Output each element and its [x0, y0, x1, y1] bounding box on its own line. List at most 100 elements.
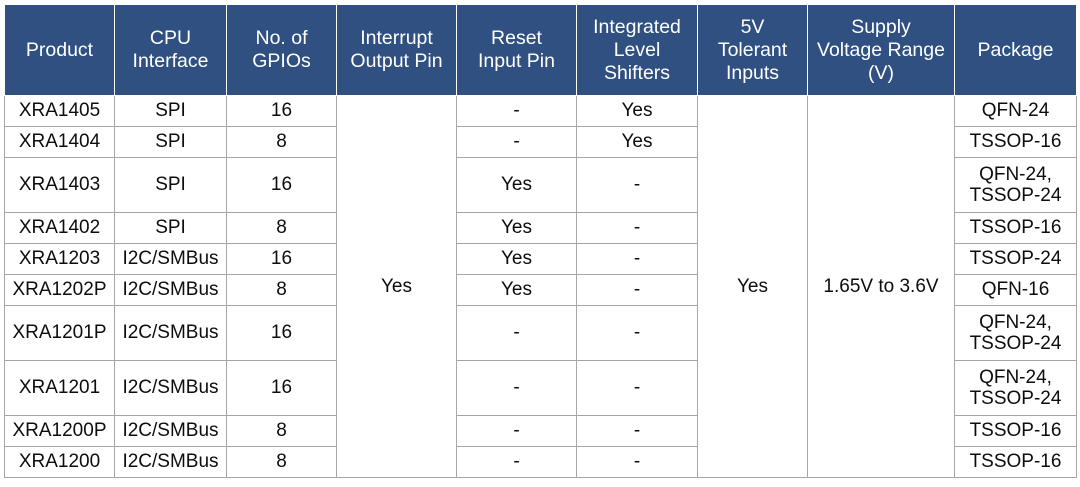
cell-integrated-level-shifters: -	[576, 212, 698, 244]
cell-line: TSSOP-24	[969, 185, 1062, 206]
cell-product: XRA1403	[4, 157, 115, 213]
cell-gpios: 16	[226, 95, 337, 127]
cell-integrated-level-shifters: -	[576, 415, 698, 447]
cell-reset-input-pin: -	[456, 126, 577, 158]
column-header-line: Tolerant	[717, 38, 788, 61]
cell-reset-input-pin: -	[456, 415, 577, 447]
column-header-line: Level	[613, 38, 661, 61]
column-header-line: Reset	[491, 27, 542, 49]
cell-package: TSSOP-16	[954, 126, 1077, 158]
cell-gpios: 8	[226, 415, 337, 447]
column-header-line: Product	[25, 38, 94, 61]
cell-reset-input-pin: -	[456, 446, 577, 478]
cell-cpu-interface: I2C/SMBus	[114, 446, 227, 478]
cell-line: TSSOP-16	[969, 131, 1062, 153]
cell-reset-input-pin: Yes	[456, 212, 577, 244]
column-header-line: Shifters	[603, 61, 671, 84]
cell-product: XRA1201P	[4, 305, 115, 361]
column-header-product: Product	[4, 4, 115, 96]
cell-line: QFN-24,	[979, 311, 1052, 333]
cell-line: TSSOP-24	[969, 248, 1062, 270]
cell-gpios: 16	[226, 157, 337, 213]
cell-integrated-level-shifters: -	[576, 243, 698, 275]
column-header-line: Output Pin	[350, 50, 443, 72]
column-header-line: Package	[977, 38, 1054, 61]
cell-interrupt-output-pin-merged: Yes	[336, 95, 457, 478]
cell-cpu-interface: I2C/SMBus	[114, 415, 227, 447]
cell-reset-input-pin: Yes	[456, 243, 577, 275]
cell-gpios: 16	[226, 243, 337, 275]
column-header-line: 5V	[740, 15, 765, 38]
cell-integrated-level-shifters: -	[576, 446, 698, 478]
cell-line: TSSOP-16	[969, 420, 1062, 442]
cell-supply-voltage-range-merged: 1.65V to 3.6V	[807, 95, 955, 478]
column-header-line: CPU	[149, 27, 192, 49]
cell-cpu-interface: I2C/SMBus	[114, 243, 227, 275]
cell-package: QFN-24,TSSOP-24	[954, 157, 1077, 213]
column-header-line: Voltage Range	[817, 38, 945, 61]
cell-package: QFN-16	[954, 274, 1077, 306]
cell-reset-input-pin: -	[456, 305, 577, 361]
cell-line: QFN-24,	[979, 163, 1052, 185]
cell-product: XRA1201	[4, 360, 115, 416]
column-header-line: Input Pin	[478, 50, 555, 72]
cell-gpios: 8	[226, 212, 337, 244]
cell-line: TSSOP-24	[969, 333, 1062, 354]
cell-product: XRA1402	[4, 212, 115, 244]
cell-package: TSSOP-16	[954, 212, 1077, 244]
cell-product: XRA1203	[4, 243, 115, 275]
cell-product: XRA1200	[4, 446, 115, 478]
cell-line: TSSOP-16	[969, 217, 1062, 239]
cell-reset-input-pin: -	[456, 360, 577, 416]
column-header-line: GPIOs	[252, 50, 311, 72]
cell-gpios: 8	[226, 274, 337, 306]
cell-cpu-interface: I2C/SMBus	[114, 274, 227, 306]
cell-reset-input-pin: Yes	[456, 274, 577, 306]
cell-integrated-level-shifters: -	[576, 360, 698, 416]
cell-gpios: 8	[226, 126, 337, 158]
column-header-line: Interface	[132, 50, 209, 72]
column-header-package: Package	[954, 4, 1077, 96]
cell-cpu-interface: I2C/SMBus	[114, 305, 227, 361]
cell-package: QFN-24,TSSOP-24	[954, 305, 1077, 361]
cell-cpu-interface: I2C/SMBus	[114, 360, 227, 416]
column-header-line: Interrupt	[360, 27, 433, 49]
cell-line: TSSOP-24	[969, 388, 1062, 409]
cell-integrated-level-shifters: -	[576, 274, 698, 306]
cell-line: QFN-24,	[979, 366, 1052, 388]
cell-gpios: 8	[226, 446, 337, 478]
cell-cpu-interface: SPI	[114, 126, 227, 158]
cell-reset-input-pin: -	[456, 95, 577, 127]
cell-product: XRA1202P	[4, 274, 115, 306]
cell-package: TSSOP-16	[954, 446, 1077, 478]
cell-package: TSSOP-16	[954, 415, 1077, 447]
cell-cpu-interface: SPI	[114, 157, 227, 213]
cell-cpu-interface: SPI	[114, 212, 227, 244]
cell-package: TSSOP-24	[954, 243, 1077, 275]
cell-product: XRA1200P	[4, 415, 115, 447]
cell-line: TSSOP-16	[969, 451, 1062, 473]
cell-package: QFN-24	[954, 95, 1077, 127]
cell-reset-input-pin: Yes	[456, 157, 577, 213]
column-header-line: (V)	[868, 61, 894, 84]
cell-5v-tolerant-inputs-merged: Yes	[697, 95, 808, 478]
column-header-line: No. of	[255, 27, 308, 49]
